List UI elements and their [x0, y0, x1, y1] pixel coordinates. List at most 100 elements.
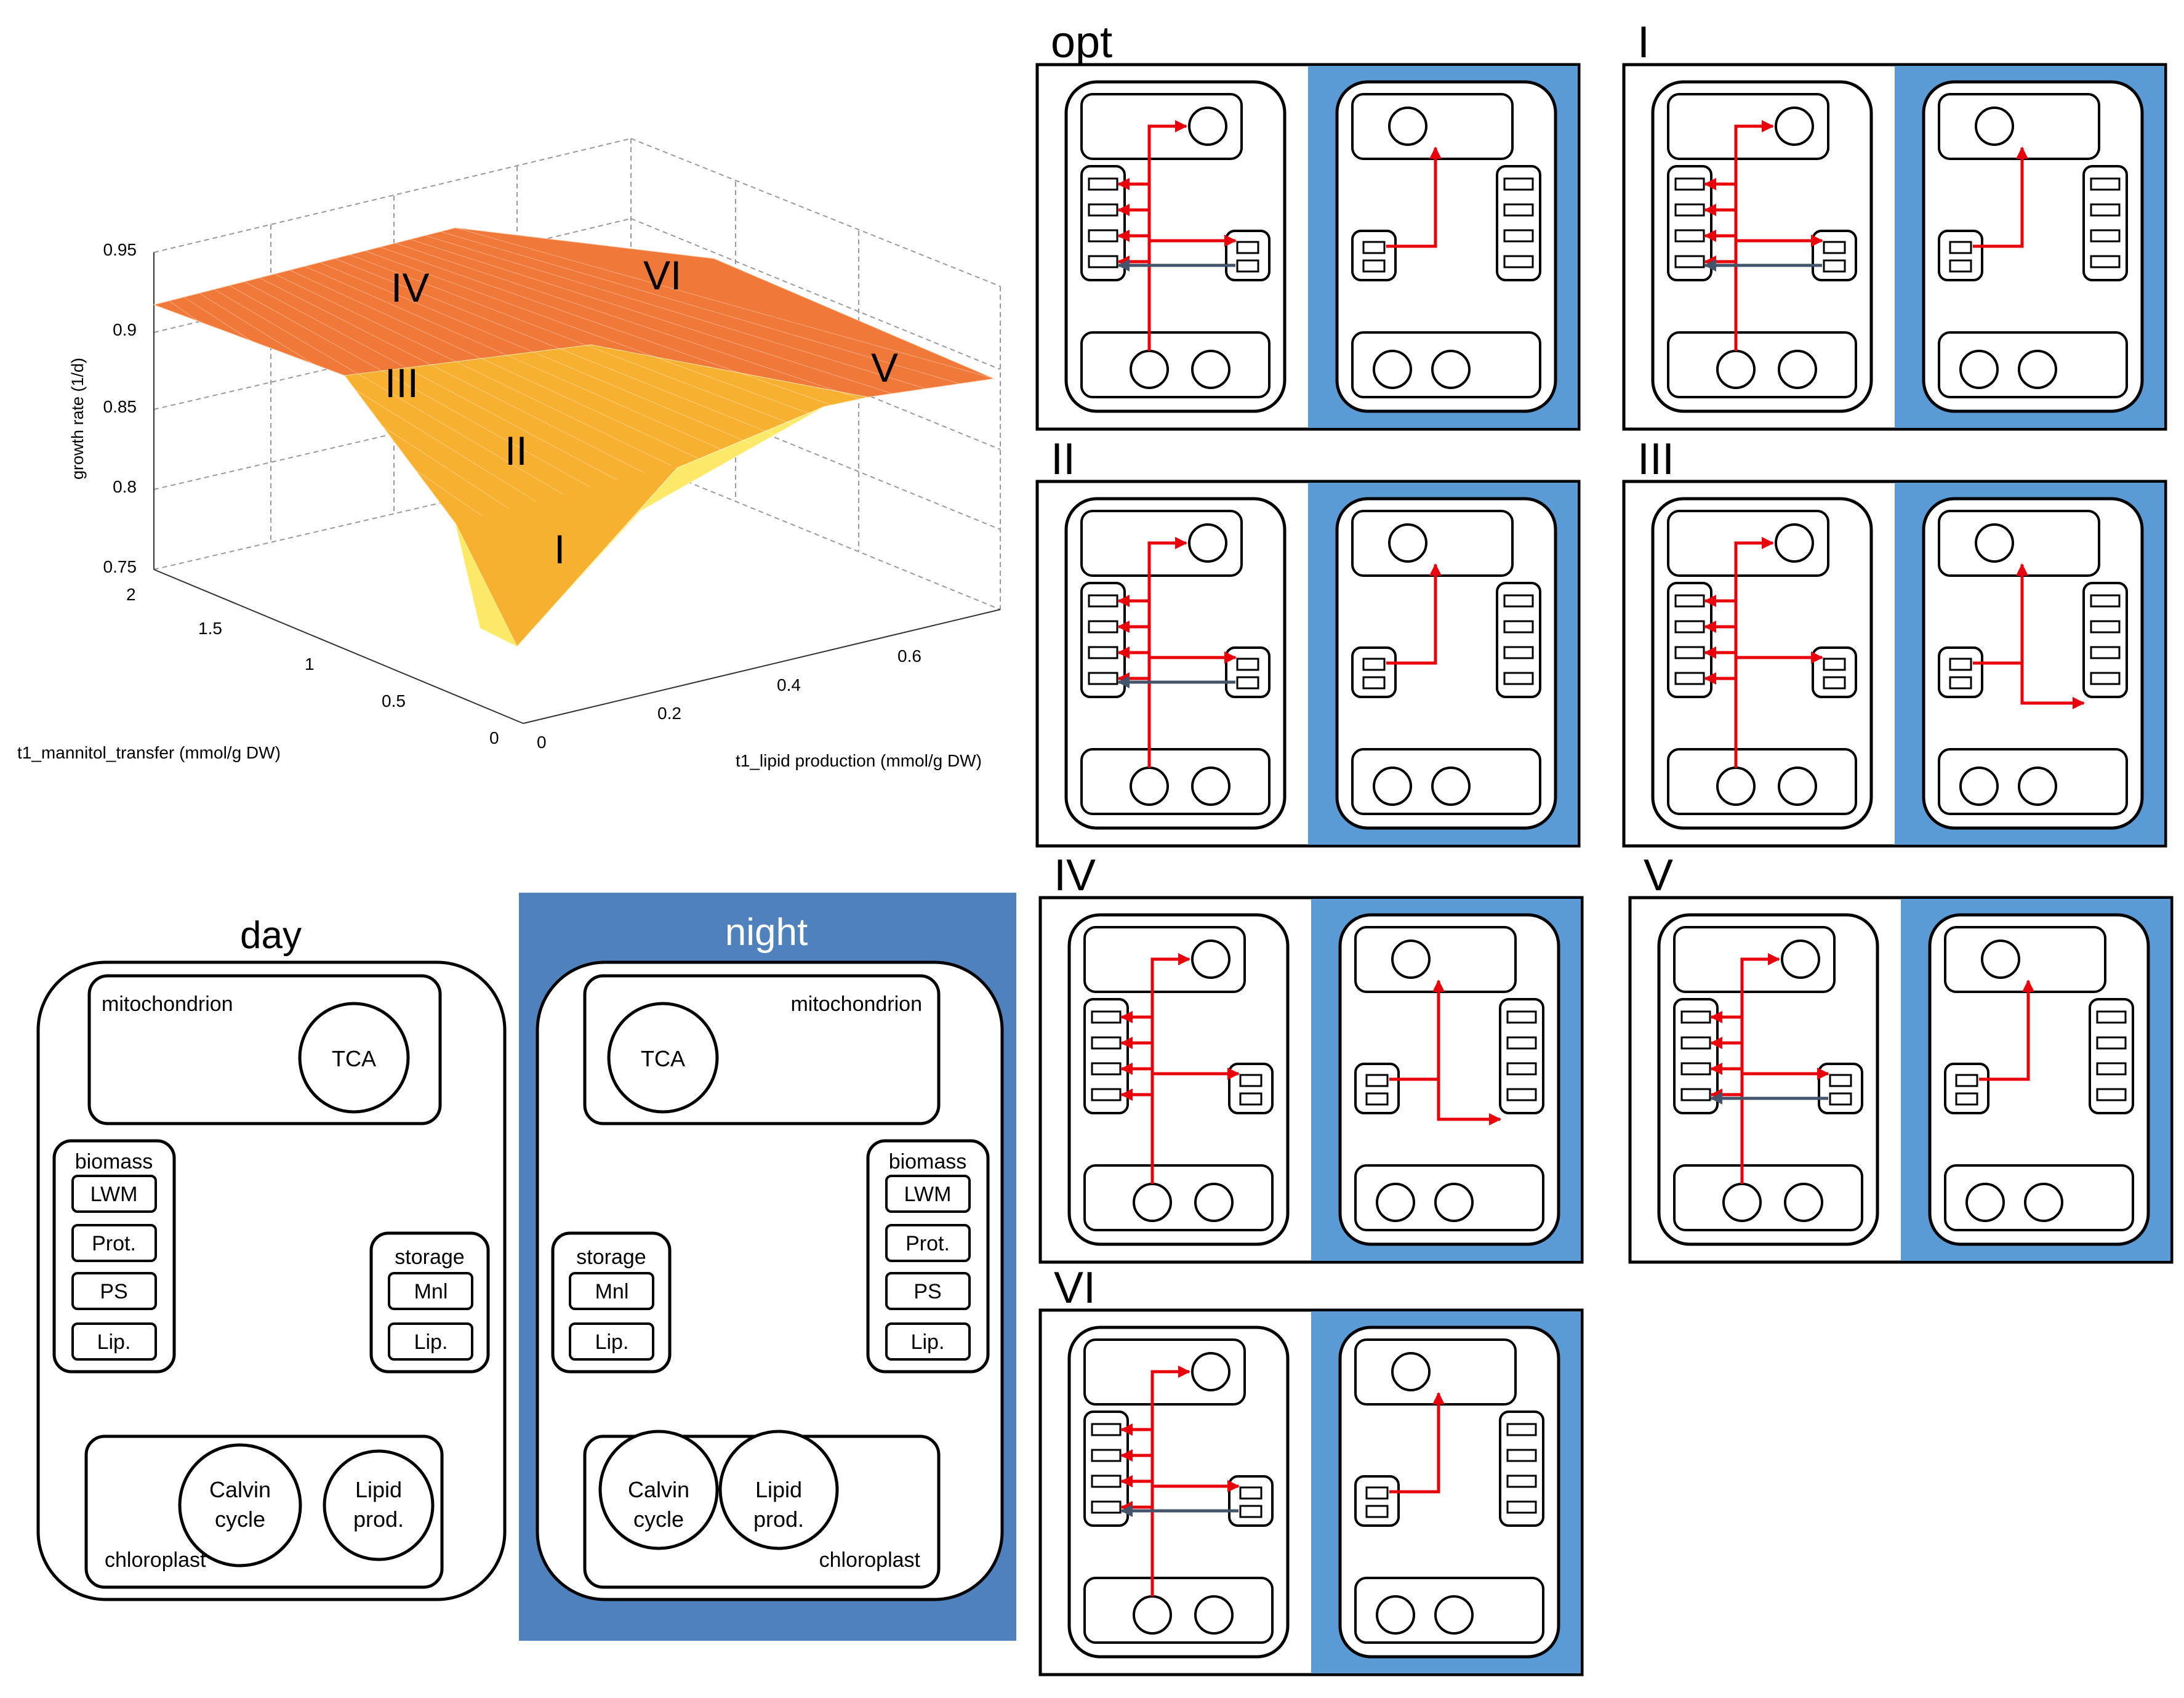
day-mini-storage-mnl: [1239, 1074, 1263, 1087]
night-mini-lipid: [2018, 350, 2057, 389]
flux-day-carbon: [1147, 537, 1187, 768]
night-mini-biomass: [1496, 165, 1541, 281]
night-mini-storage-lip: [1362, 259, 1386, 273]
night-mini-biomass-item: [2090, 177, 2121, 191]
flux-night-mobilization: [1979, 980, 2034, 1081]
surface-plot: IV VI III V II I 0.95 0.9 0.85 0.8 0.75 …: [17, 138, 1001, 770]
night-mini-mito: [1354, 926, 1517, 993]
day-mini-lipid: [1784, 1183, 1823, 1222]
day-mini-storage: [1812, 230, 1857, 281]
day-mini-storage-mnl: [1236, 241, 1259, 254]
day-mini-biomass: [1673, 998, 1719, 1114]
night-mini-biomass-item: [2096, 1036, 2127, 1050]
day-mini-biomass-item: [1088, 255, 1118, 268]
day-biomass-lwm: LWM: [90, 1183, 138, 1206]
day-mito-label: mitochondrion: [102, 992, 233, 1016]
night-mini-storage: [1354, 1475, 1400, 1527]
night-biomass-ps: PS: [913, 1280, 941, 1303]
night-mini-tca: [1981, 940, 2020, 979]
night-mini-biomass-item: [2090, 594, 2121, 608]
z-tick: 0.8: [113, 477, 137, 496]
region-label-ii: II: [505, 428, 528, 473]
night-mini-biomass-item: [1503, 646, 1534, 659]
x-tick: 1: [305, 654, 315, 674]
night-mini-storage-lip: [1949, 676, 1972, 690]
night-mini-calvin: [1373, 350, 1412, 389]
day-mini-biomass-item: [1674, 177, 1705, 191]
day-mini-chloro: [1080, 748, 1271, 815]
night-biomass-lwm: LWM: [904, 1183, 952, 1206]
night-mini-calvin: [1376, 1183, 1415, 1222]
day-storage-lip: Lip.: [414, 1330, 448, 1354]
day-mini-chloro: [1080, 331, 1271, 398]
day-mini-biomass-item: [1674, 229, 1705, 243]
night-mini-calvin: [1959, 767, 1999, 806]
night-chloro-label: chloroplast: [819, 1548, 921, 1572]
day-mini-lipid: [1191, 767, 1231, 806]
x-tick: 0: [489, 728, 499, 747]
state-label: IV: [1054, 851, 1096, 900]
state-panel-v: V: [1628, 851, 2174, 1264]
day-lipid-line1: Lipid: [355, 1477, 402, 1502]
day-calvin-line2: cycle: [215, 1507, 265, 1532]
state-panel-iii: III: [1622, 435, 2167, 848]
day-mini-storage: [1812, 646, 1857, 698]
night-mini-lipid: [1434, 1595, 1474, 1635]
night-mini-storage-lip: [1365, 1092, 1389, 1106]
state-label: V: [1644, 851, 1673, 900]
day-mini-biomass-item: [1674, 672, 1705, 685]
day-mini-biomass: [1083, 1410, 1129, 1527]
day-mini-tca: [1781, 940, 1820, 979]
day-storage-label: storage: [395, 1245, 464, 1269]
day-tca-label: TCA: [332, 1046, 376, 1071]
night-mini-cell: [1338, 913, 1560, 1246]
day-mini-tca: [1775, 523, 1814, 563]
day-calvin-line1: Calvin: [209, 1477, 271, 1502]
night-calvin-line2: cycle: [633, 1507, 684, 1532]
day-mini-biomass-item: [1674, 203, 1705, 217]
day-mini-biomass-item: [1091, 1036, 1122, 1050]
day-lipid-circle: [323, 1449, 435, 1561]
day-mini-biomass-item: [1088, 229, 1118, 243]
day-mini-biomass-item: [1091, 1423, 1122, 1436]
night-mini-biomass-item: [1506, 1423, 1537, 1436]
day-mini-biomass: [1080, 165, 1126, 281]
night-mini-biomass-item: [2090, 203, 2121, 217]
state-label: VI: [1054, 1263, 1096, 1313]
day-mini-lipid: [1778, 350, 1817, 389]
day-biomass-ps: PS: [100, 1280, 127, 1303]
night-lipid-line1: Lipid: [755, 1477, 802, 1502]
y-axis-label: t1_lipid production (mmol/g DW): [736, 751, 982, 770]
z-tick: 0.75: [103, 557, 137, 576]
night-mini-mito: [1938, 93, 2100, 160]
night-mini-storage: [1944, 1063, 1989, 1114]
night-biomass-label: biomass: [889, 1150, 967, 1173]
region-label-i: I: [554, 526, 565, 572]
night-mini-mito: [1351, 510, 1514, 577]
z-tick: 0.9: [113, 320, 137, 339]
night-tca-circle: [607, 1002, 719, 1114]
day-mini-biomass: [1083, 998, 1129, 1114]
night-mini-storage: [1354, 1063, 1400, 1114]
night-cell: night mitochondrion TCA storage Mnl Lip.…: [536, 911, 1004, 1601]
day-biomass-label: biomass: [75, 1150, 153, 1173]
day-mini-lipid: [1778, 767, 1817, 806]
day-mini-storage-mnl: [1236, 658, 1259, 671]
day-mini-cell: [1067, 1326, 1290, 1659]
state-panel-opt: opt: [1035, 18, 1581, 431]
night-mini-cell: [1928, 913, 2150, 1246]
night-mini-mito: [1938, 510, 2100, 577]
night-mini-biomass-item: [2096, 1088, 2127, 1101]
night-mini-biomass-item: [1506, 1010, 1537, 1024]
night-mini-biomass-item: [2090, 672, 2121, 685]
night-mini-mito: [1944, 926, 2106, 993]
night-mini-calvin: [1965, 1183, 2005, 1222]
night-mini-biomass-item: [1506, 1088, 1537, 1101]
day-mini-biomass-item: [1674, 620, 1705, 634]
night-mini-biomass-item: [1506, 1036, 1537, 1050]
y-tick: 0.6: [897, 646, 921, 666]
day-mini-storage-lip: [1236, 259, 1259, 273]
z-tick: 0.95: [103, 240, 137, 259]
night-mini-calvin: [1959, 350, 1999, 389]
night-biomass-prot: Prot.: [905, 1232, 950, 1255]
